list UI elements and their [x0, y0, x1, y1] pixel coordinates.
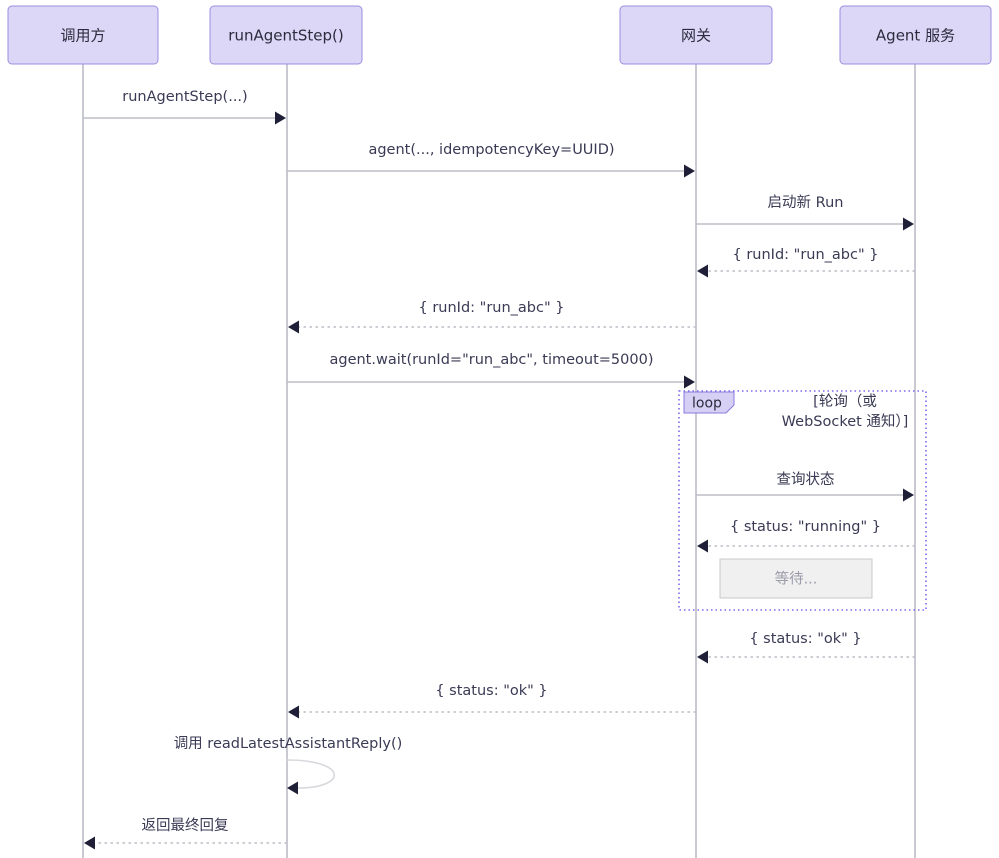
message-label-7: { status: "running" } [730, 519, 881, 535]
message-arrowhead-5 [684, 375, 695, 389]
message-arrowhead-10 [84, 836, 95, 850]
self-message-arrowhead [287, 781, 298, 795]
note-label-0: 等待... [775, 570, 818, 588]
participant-label-caller: 调用方 [60, 27, 105, 45]
message-label-2: 启动新 Run [768, 194, 844, 211]
message-arrowhead-1 [684, 164, 695, 178]
notes-layer: 等待... [719, 558, 873, 599]
participant-label-runstep: runAgentStep() [228, 27, 343, 45]
lifelines-layer [82, 64, 916, 858]
message-label-1: agent(..., idempotencyKey=UUID) [368, 142, 614, 158]
message-label-5: agent.wait(runId="run_abc", timeout=5000… [329, 352, 653, 368]
self-message-path [286, 759, 335, 789]
note-box-0 [719, 558, 873, 599]
loop-badge-shape [683, 391, 735, 414]
message-label-9: { status: "ok" } [435, 683, 547, 699]
message-label-6: 查询状态 [777, 471, 835, 488]
participant-box-agent[interactable] [839, 5, 992, 65]
self-message-label: 调用 readLatestAssistantReply() [174, 735, 403, 752]
message-label-4: { runId: "run_abc" } [419, 300, 565, 316]
message-label-3: { runId: "run_abc" } [733, 247, 879, 263]
messages-layer: runAgentStep(...) agent(..., idempotencyK… [83, 89, 915, 850]
message-label-10: 返回最终回复 [142, 816, 229, 834]
participant-box-runstep[interactable] [209, 5, 363, 65]
message-arrowhead-2 [903, 217, 914, 231]
participants-layer: 调用方 runAgentStep() 网关 Agent 服务 [7, 5, 992, 65]
participant-box-caller[interactable] [7, 5, 159, 65]
participant-label-agent: Agent 服务 [876, 27, 955, 45]
message-arrowhead-0 [275, 111, 286, 125]
participant-box-gateway[interactable] [619, 5, 773, 65]
message-arrowhead-7 [697, 539, 708, 553]
message-arrowhead-6 [903, 488, 914, 502]
message-arrowhead-8 [697, 650, 708, 664]
loop-fragment-frame [678, 390, 927, 611]
message-arrowhead-4 [288, 320, 299, 334]
loop-badge-label: loop [692, 396, 722, 412]
message-arrowhead-9 [288, 705, 299, 719]
message-label-8: { status: "ok" } [749, 631, 861, 647]
message-arrowhead-3 [697, 264, 708, 278]
participant-label-gateway: 网关 [681, 27, 711, 45]
message-label-0: runAgentStep(...) [122, 89, 247, 105]
